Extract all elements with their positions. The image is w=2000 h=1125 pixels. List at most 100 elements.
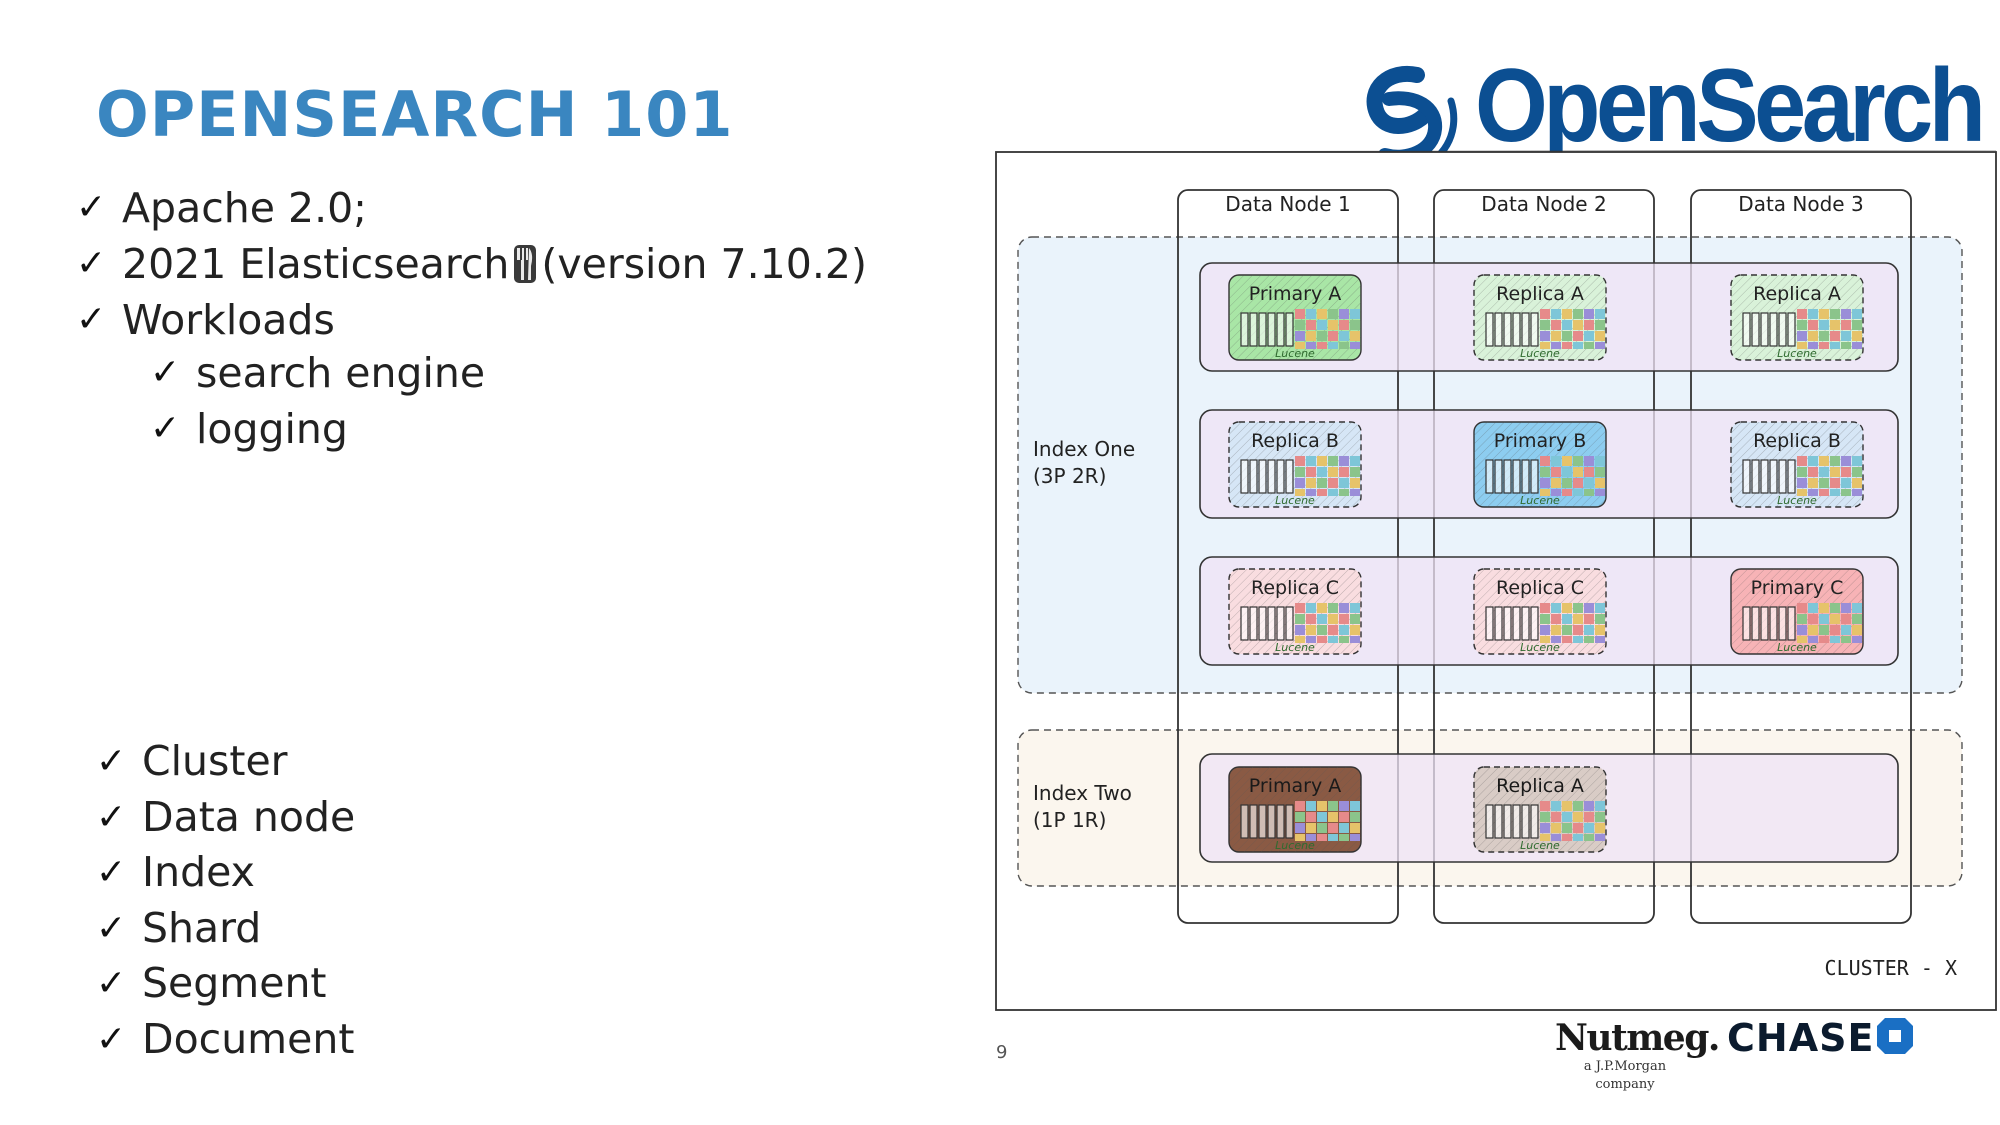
segment-bars	[1742, 459, 1796, 494]
workloads-list: ✓ search engine ✓ logging	[150, 345, 486, 457]
checkmark-icon: ✓	[76, 187, 107, 228]
lucene-label: Lucene	[1520, 839, 1560, 852]
index-one-name: Index One	[1033, 437, 1135, 461]
page-number: 9	[996, 1042, 1008, 1063]
lucene-label: Lucene	[1520, 641, 1560, 654]
concept-text: Shard	[142, 903, 262, 952]
checkmark-icon: ✓	[76, 299, 107, 340]
concepts-list: ✓ Cluster ✓ Data node ✓ Index ✓ Shard ✓ Segme…	[96, 734, 356, 1068]
checkmark-icon: ✓	[96, 741, 127, 782]
segment-bars	[1485, 459, 1539, 494]
opensearch-wordmark: OpenSearch	[1475, 48, 1986, 164]
shard-box: Replica C Lucene	[1228, 568, 1362, 655]
checkmark-icon: ✓	[96, 963, 127, 1004]
slide-title: OPENSEARCH 101	[96, 78, 734, 151]
concept-item: ✓ Shard	[96, 901, 355, 957]
shard-label: Primary A	[1249, 283, 1341, 305]
shard-box: Primary A Lucene	[1228, 274, 1362, 361]
checkmark-icon: ✓	[150, 408, 181, 449]
shard-label: Replica A	[1753, 283, 1841, 305]
data-node-3-label: Data Node 3	[1738, 192, 1863, 216]
fact-text: 2021 Elasticsearch	[122, 240, 510, 288]
shard-box: Replica A Lucene	[1730, 274, 1864, 361]
cluster-label: CLUSTER - X	[1825, 956, 1957, 980]
chase-octagon-icon	[1877, 1018, 1913, 1054]
lucene-label: Lucene	[1275, 641, 1315, 654]
opensearch-logo: OpenSearch	[1355, 48, 1986, 175]
shard-box: Primary C Lucene	[1730, 568, 1864, 655]
fork-knife-icon	[513, 242, 537, 298]
segment-bars	[1240, 459, 1294, 494]
segment-bars	[1742, 606, 1796, 641]
concept-item: ✓ Document	[96, 1012, 355, 1068]
lucene-label: Lucene	[1275, 347, 1315, 360]
shard-label: Replica B	[1251, 430, 1339, 452]
shard-box: Primary B Lucene	[1473, 421, 1607, 508]
segment-bars	[1240, 606, 1294, 641]
lucene-label: Lucene	[1777, 347, 1817, 360]
facts-list: ✓ Apache 2.0; ✓ 2021 Elasticsearch (version…	[76, 180, 867, 348]
checkmark-icon: ✓	[150, 352, 181, 393]
fact-workloads: ✓ Workloads	[76, 292, 867, 348]
lucene-label: Lucene	[1777, 641, 1817, 654]
shard-box: Replica A Lucene	[1473, 766, 1607, 853]
workload-item: ✓ search engine	[150, 345, 486, 401]
workload-text: search engine	[196, 349, 486, 397]
fact-fork: ✓ 2021 Elasticsearch (version 7.10.2)	[76, 236, 867, 292]
segment-bars	[1485, 606, 1539, 641]
nutmeg-tagline: a J.P.Morgan company	[1583, 1059, 1667, 1092]
concept-item: ✓ Index	[96, 845, 355, 901]
concept-text: Segment	[142, 959, 327, 1007]
data-node-2-label: Data Node 2	[1481, 192, 1606, 216]
shard-label: Replica A	[1496, 775, 1584, 797]
lucene-label: Lucene	[1520, 494, 1560, 507]
fact-text: Workloads	[122, 296, 335, 344]
cluster-diagram: Data Node 1 Data Node 2 Data Node 3 Inde…	[995, 150, 1997, 1011]
fact-license: ✓ Apache 2.0;	[76, 180, 867, 236]
fact-text: Apache 2.0;	[122, 184, 367, 232]
chase-wordmark: CHASE	[1727, 1016, 1875, 1060]
concept-text: Document	[142, 1014, 355, 1063]
workload-text: logging	[196, 405, 348, 453]
shard-box: Replica C Lucene	[1473, 568, 1607, 655]
lucene-label: Lucene	[1275, 494, 1315, 507]
segment-bars	[1742, 312, 1796, 347]
shard-box: Replica B Lucene	[1228, 421, 1362, 508]
data-node-1-label: Data Node 1	[1225, 192, 1350, 216]
shard-label: Replica C	[1496, 577, 1584, 599]
concept-item: ✓ Cluster	[96, 734, 355, 790]
shard-label: Replica B	[1753, 430, 1841, 452]
concept-text: Index	[142, 848, 255, 896]
shard-label: Replica C	[1251, 577, 1339, 599]
index-one-config: (3P 2R)	[1033, 464, 1106, 488]
segment-bars	[1485, 804, 1539, 839]
concept-item: ✓ Data node	[96, 790, 356, 846]
segment-bars	[1240, 312, 1294, 347]
nutmeg-wordmark: Nutmeg.	[1555, 1017, 1720, 1059]
checkmark-icon: ✓	[96, 907, 127, 949]
index-one-label: Index One (3P 2R)	[1033, 437, 1142, 488]
shard-label: Replica A	[1496, 283, 1584, 305]
checkmark-icon: ✓	[96, 1018, 127, 1060]
shard-label: Primary A	[1249, 775, 1341, 797]
shard-label: Primary C	[1751, 577, 1844, 599]
fact-version: (version 7.10.2)	[541, 240, 867, 288]
workload-item: ✓ logging	[150, 401, 485, 457]
concept-item: ✓ Segment	[96, 956, 355, 1012]
concept-text: Cluster	[142, 737, 288, 785]
shard-box: Primary A Lucene	[1228, 766, 1362, 853]
checkmark-icon: ✓	[96, 852, 127, 893]
checkmark-icon: ✓	[76, 243, 107, 284]
segment-bars	[1485, 312, 1539, 347]
lucene-label: Lucene	[1275, 839, 1315, 852]
segment-bars	[1240, 804, 1294, 839]
checkmark-icon: ✓	[96, 796, 127, 838]
index-two-name: Index Two	[1033, 781, 1132, 805]
shard-label: Primary B	[1494, 430, 1587, 452]
concept-text: Data node	[142, 792, 356, 841]
index-two-config: (1P 1R)	[1033, 808, 1106, 832]
index-two-label: Index Two (1P 1R)	[1033, 781, 1138, 832]
lucene-label: Lucene	[1777, 494, 1817, 507]
nutmeg-logo: Nutmeg. a J.P.Morgan company	[1555, 1017, 1720, 1094]
lucene-label: Lucene	[1520, 347, 1560, 360]
